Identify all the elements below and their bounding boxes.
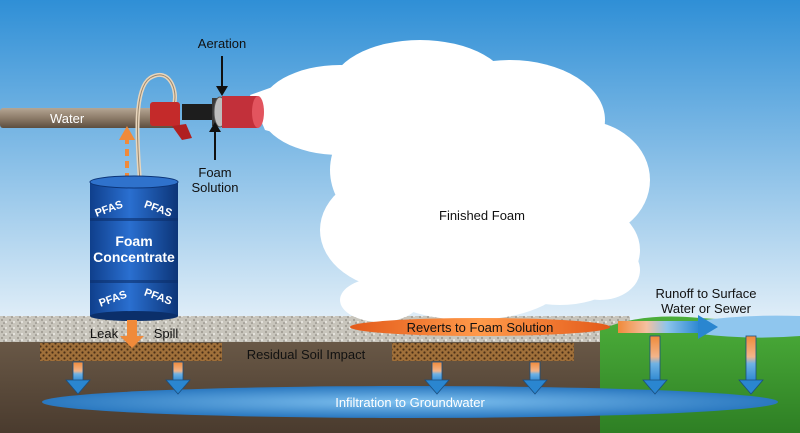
surface-water: [690, 315, 800, 338]
label-aeration: Aeration: [198, 36, 246, 51]
label-residual: Residual Soil Impact: [247, 347, 366, 362]
finished-foam-cloud: [250, 40, 650, 322]
down-arrow-6: [738, 335, 764, 395]
label-runoff-2: Water or Sewer: [661, 301, 751, 316]
foam-nozzle: [150, 96, 264, 140]
runoff-arrow: [618, 315, 718, 339]
label-water: Water: [50, 111, 85, 126]
down-arrow-2: [165, 361, 191, 395]
label-foam-solution-2: Solution: [192, 180, 239, 195]
down-arrow-5: [642, 335, 668, 395]
label-runoff-1: Runoff to Surface: [656, 286, 757, 301]
leak-spill-arrow: [127, 320, 137, 338]
label-finished-foam: Finished Foam: [439, 208, 525, 223]
down-arrow-1: [65, 361, 91, 395]
label-leak: Leak: [90, 326, 119, 341]
soil-impact-left: [40, 343, 222, 361]
soil-impact-right: [392, 343, 574, 361]
water-pipe: [0, 108, 180, 128]
infiltration-arrows: [65, 335, 764, 395]
groundwater-lens: [42, 386, 778, 418]
drum-label-1: Foam: [115, 233, 152, 249]
reverts-lens: [350, 318, 610, 336]
label-reverts: Reverts to Foam Solution: [407, 320, 554, 335]
foam-concentrate-drum: [89, 175, 179, 321]
down-arrow-4: [522, 361, 548, 395]
label-spill: Spill: [154, 326, 179, 341]
drum-label-2: Concentrate: [93, 249, 175, 265]
label-infiltration: Infiltration to Groundwater: [335, 395, 485, 410]
label-foam-solution-1: Foam: [198, 165, 231, 180]
down-arrow-3: [424, 361, 450, 395]
